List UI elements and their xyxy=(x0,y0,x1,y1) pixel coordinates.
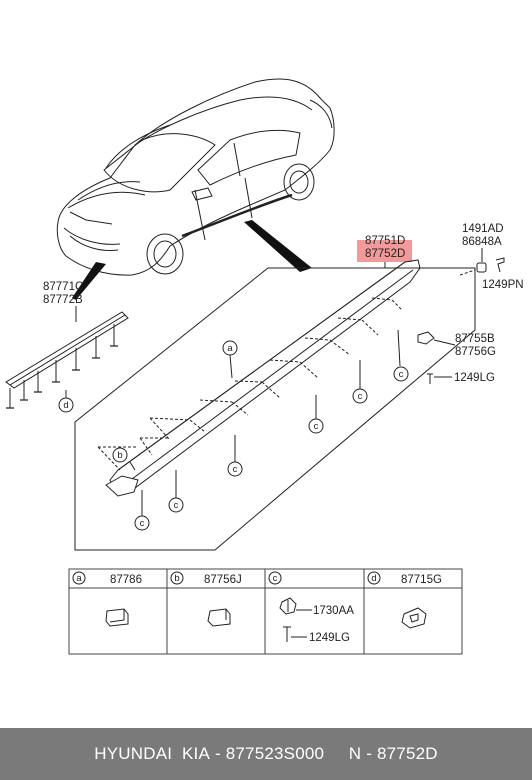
legend-code-b: 87756J xyxy=(204,574,242,586)
callout-c-3: c xyxy=(140,518,145,529)
callout-screw-right: 1249PN xyxy=(482,279,524,291)
callout-c-4: c xyxy=(314,421,319,432)
footer-sep: - xyxy=(210,744,226,763)
car-illustration xyxy=(56,78,335,276)
screw-icon xyxy=(495,257,505,273)
callout-a: a xyxy=(227,343,233,354)
callout-c-6: c xyxy=(399,369,404,380)
callout-c-2: c xyxy=(174,500,179,511)
leader-wedge-sill xyxy=(244,220,312,272)
legend-letter-d: d xyxy=(371,573,376,584)
callout-d: d xyxy=(63,400,68,411)
callout-mold-top: 87771C xyxy=(43,281,83,293)
clip-c-icon xyxy=(279,597,297,615)
footer-gap xyxy=(324,744,349,764)
bolt-icon xyxy=(427,373,433,384)
callout-c-5: c xyxy=(358,391,363,402)
footer-part-number: 877523S000 xyxy=(225,744,325,763)
clip-a-icon xyxy=(105,608,129,627)
bolt-c-icon xyxy=(283,626,291,642)
callout-bracket-bottom: 87756G xyxy=(455,346,496,358)
footer-bar: HYUNDAI KIA - 877523S000 N - 87752D xyxy=(0,728,532,780)
legend-letter-b: b xyxy=(174,573,179,584)
bracket-icon xyxy=(417,331,435,345)
legend-part-c1: 1730AA xyxy=(313,605,354,617)
assembly-boundary xyxy=(74,267,476,551)
legend-letter-c: c xyxy=(273,573,278,584)
callout-c-1: c xyxy=(233,464,238,475)
parts-diagram: 87751D 87752D a b c c c c c c d 1491AD 8… xyxy=(5,78,524,655)
clip-d-icon xyxy=(401,607,427,629)
legend-code-a: 87786 xyxy=(110,574,142,586)
side-sill-panel xyxy=(97,259,421,493)
legend-letter-a: a xyxy=(76,573,82,584)
clip-b-icon xyxy=(207,608,231,627)
side-molding xyxy=(5,306,129,409)
callout-fastener-top: 1491AD xyxy=(462,223,504,235)
callout-main-top: 87751D xyxy=(365,235,405,247)
letter-callouts: a b c c c c c c d xyxy=(58,340,409,531)
legend-table xyxy=(68,568,463,655)
nut-icon xyxy=(476,262,487,273)
footer-brand: HYUNDAI KIA xyxy=(94,744,211,763)
end-piece-left xyxy=(105,475,139,497)
leader-wedge-molding xyxy=(72,262,106,300)
legend-part-c2: 1249LG xyxy=(309,632,350,644)
callout-mold-bottom: 87772B xyxy=(43,294,83,306)
clip-leaders xyxy=(129,329,401,518)
legend-code-d: 87715G xyxy=(401,574,442,586)
footer-number-prefix: N - xyxy=(348,744,377,763)
highlight-box xyxy=(357,240,412,262)
callout-b: b xyxy=(117,450,122,461)
callout-main-bottom: 87752D xyxy=(365,248,405,260)
footer-oem-number: 87752D xyxy=(376,744,438,763)
callout-fastener-bottom: 86848A xyxy=(462,236,502,248)
callout-bolt: 1249LG xyxy=(454,372,495,384)
callout-bracket-top: 87755B xyxy=(455,333,495,345)
